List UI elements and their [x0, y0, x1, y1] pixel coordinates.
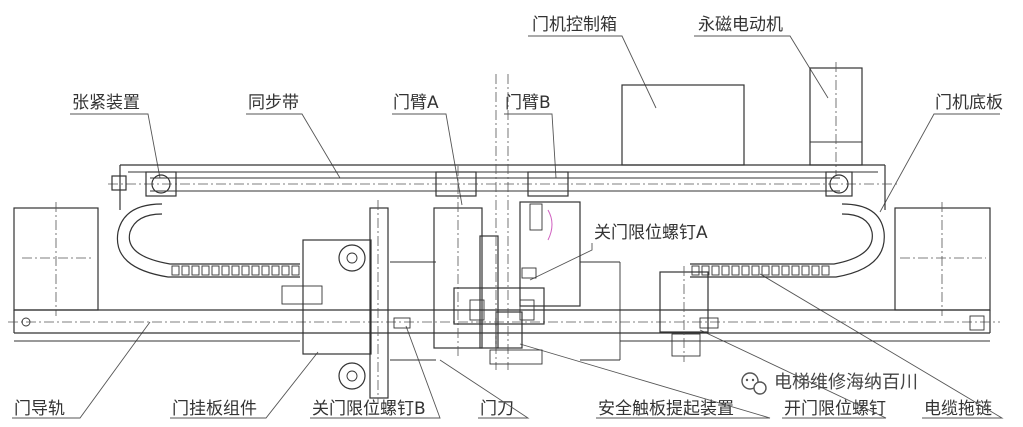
hanger-plate-left [281, 200, 389, 404]
close-limit-screw-a [521, 267, 537, 279]
label-close-limit-screw-a: 关门限位螺钉A [594, 223, 708, 243]
door-base-plate [119, 164, 886, 210]
label-tension-device: 张紧装置 [72, 93, 140, 113]
label-timing-belt: 同步带 [248, 93, 299, 113]
label-door-controller-box: 门机控制箱 [532, 15, 617, 35]
drag-chain-links [171, 265, 830, 276]
timing-belt [108, 177, 900, 192]
watermark-text: 电梯维修海纳百川 [774, 372, 918, 393]
right-side-plate [894, 202, 991, 316]
hanger-plate-right [659, 266, 709, 362]
motor-pulley [825, 171, 853, 197]
knife-support-plate [390, 261, 621, 361]
label-close-limit-screw-b: 关门限位螺钉B [312, 399, 426, 419]
door-knife [453, 74, 545, 370]
door-arm-a [433, 166, 483, 356]
wechat-icon [741, 372, 767, 395]
label-door-base-plate: 门机底板 [935, 93, 1003, 113]
cable-drag-chain [116, 203, 885, 278]
tension-device [111, 171, 177, 197]
door-controller-box [621, 84, 745, 166]
watermark: 电梯维修海纳百川 [741, 372, 918, 395]
close-limit-screw-b [393, 317, 411, 329]
open-limit-screw [699, 317, 719, 329]
label-open-limit-screw: 开门限位螺钉 [784, 399, 886, 419]
label-door-guide-rail: 门导轨 [14, 399, 65, 419]
label-door-arm-b: 门臂B [505, 93, 551, 113]
label-door-knife: 门刀 [480, 399, 514, 419]
label-pm-motor: 永磁电动机 [698, 15, 783, 35]
label-safety-edge-lift-device: 安全触板提起装置 [598, 399, 734, 419]
left-side-plate [13, 202, 99, 316]
label-hanger-plate-assembly: 门挂板组件 [172, 399, 257, 419]
label-door-arm-a: 门臂A [393, 93, 439, 113]
door-arm-b [519, 171, 581, 307]
door-guide-rail [8, 309, 1000, 342]
safety-edge-lift-device [489, 349, 543, 365]
pm-motor [809, 62, 863, 175]
label-cable-drag-chain: 电缆拖链 [924, 399, 992, 419]
